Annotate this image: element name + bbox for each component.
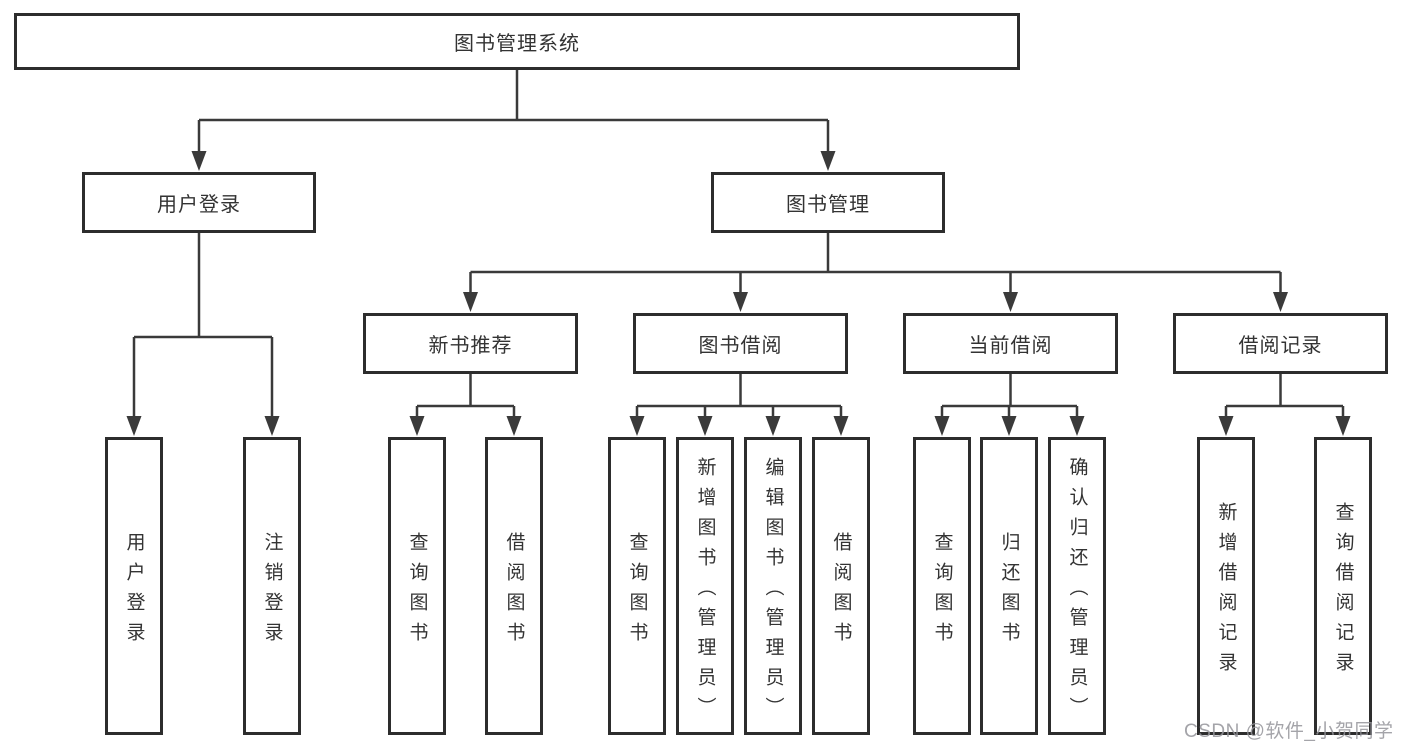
node-borrow-books-rec: 借阅图书 <box>485 437 543 735</box>
node-edit-books-admin: 编辑图书（管理员） <box>744 437 802 735</box>
node-confirm-return-admin: 确认归还（管理员） <box>1048 437 1106 735</box>
watermark: CSDN @软件_小贺同学 <box>1184 721 1394 742</box>
node-return-books: 归还图书 <box>980 437 1038 735</box>
node-add-books-admin: 新增图书（管理员） <box>676 437 734 735</box>
node-user-login-op: 用户登录 <box>105 437 163 735</box>
node-query-books-borrow: 查询图书 <box>608 437 666 735</box>
node-borrow-records: 借阅记录 <box>1173 313 1388 374</box>
node-user-login: 用户登录 <box>82 172 316 233</box>
node-book-borrow: 图书借阅 <box>633 313 848 374</box>
node-book-mgmt: 图书管理 <box>711 172 945 233</box>
node-current-borrow: 当前借阅 <box>903 313 1118 374</box>
node-new-book-rec: 新书推荐 <box>363 313 578 374</box>
node-borrow-books-2: 借阅图书 <box>812 437 870 735</box>
node-query-borrow-record: 查询借阅记录 <box>1314 437 1372 735</box>
node-root: 图书管理系统 <box>14 13 1020 70</box>
node-logout: 注销登录 <box>243 437 301 735</box>
node-add-borrow-record: 新增借阅记录 <box>1197 437 1255 735</box>
node-query-books-current: 查询图书 <box>913 437 971 735</box>
node-query-books-rec: 查询图书 <box>388 437 446 735</box>
